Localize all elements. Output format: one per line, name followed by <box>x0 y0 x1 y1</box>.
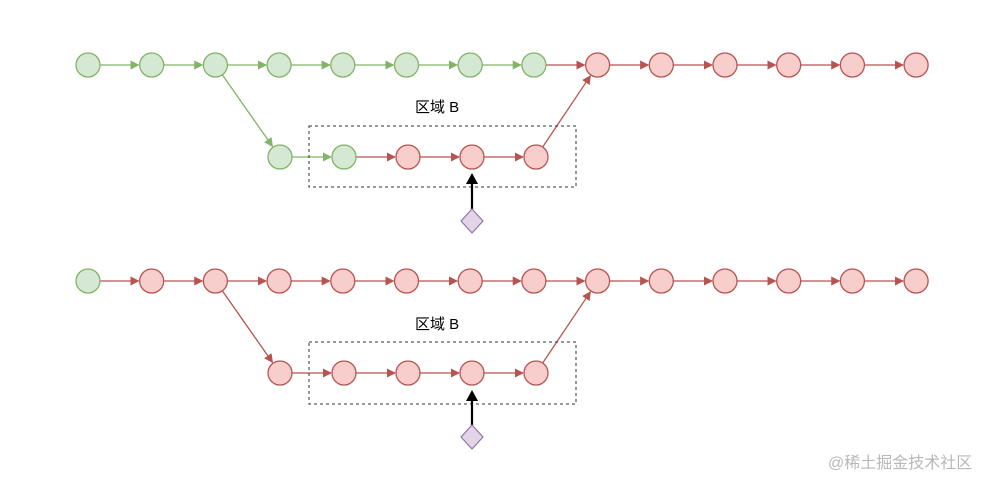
bottom-main-node <box>839 268 866 294</box>
top-main-node <box>75 52 101 78</box>
top-main-node <box>330 52 356 78</box>
bottom-region-box <box>308 341 577 405</box>
top-branch-node <box>523 144 549 170</box>
top-main-node <box>776 52 802 78</box>
top-diagram: 区域 B <box>75 52 929 234</box>
top-main-node <box>202 52 229 78</box>
bottom-pointer-arrowhead <box>466 390 478 401</box>
top-marker-diamond <box>460 208 484 234</box>
top-main-node <box>712 52 738 78</box>
top-branch-node <box>267 144 293 170</box>
bottom-marker-diamond <box>460 424 484 450</box>
top-region-label: 区域 B <box>415 99 459 116</box>
watermark: @稀土掘金技术社区 <box>828 454 972 472</box>
bottom-edges <box>100 276 905 378</box>
bottom-branch-node <box>331 360 357 386</box>
bottom-main-node <box>393 268 420 294</box>
top-main-node <box>266 52 292 78</box>
top-main-node <box>457 52 483 78</box>
top-main-node <box>521 52 547 78</box>
bottom-main-node <box>266 268 292 294</box>
bottom-main-node <box>903 268 929 294</box>
bottom-main-node <box>75 268 101 294</box>
top-main-node <box>393 52 420 78</box>
bottom-branch-node <box>459 360 485 386</box>
top-main-node <box>839 52 866 78</box>
bottom-main-node <box>457 268 483 294</box>
bottom-region-label: 区域 B <box>415 316 459 333</box>
top-branch-out-edge <box>221 74 274 148</box>
bottom-main-node <box>776 268 802 294</box>
top-main-node <box>648 52 674 78</box>
top-branch-node <box>395 144 421 170</box>
bottom-main-node <box>330 268 356 294</box>
bottom-branch-node <box>267 360 293 386</box>
bottom-main-node <box>139 268 165 294</box>
top-branch-node <box>331 144 357 170</box>
top-edges <box>100 60 905 162</box>
bottom-nodes <box>75 268 929 386</box>
top-pointer-arrowhead <box>466 173 478 184</box>
top-nodes <box>75 52 929 170</box>
top-main-node <box>139 52 165 78</box>
bottom-main-node <box>584 268 611 294</box>
bottom-merge-edge <box>542 291 591 364</box>
bottom-branch-out-edge <box>221 290 274 364</box>
top-merge-edge <box>542 75 591 148</box>
bottom-main-node <box>202 268 229 294</box>
bottom-main-node <box>648 268 674 294</box>
bottom-diagram: 区域 B <box>75 268 929 450</box>
top-branch-node <box>459 144 485 170</box>
bottom-branch-node <box>523 360 549 386</box>
top-main-node <box>584 52 611 78</box>
bottom-main-node <box>521 268 547 294</box>
top-region-box <box>308 125 577 188</box>
bottom-main-node <box>712 268 738 294</box>
top-main-node <box>903 52 929 78</box>
bottom-branch-node <box>395 360 421 386</box>
